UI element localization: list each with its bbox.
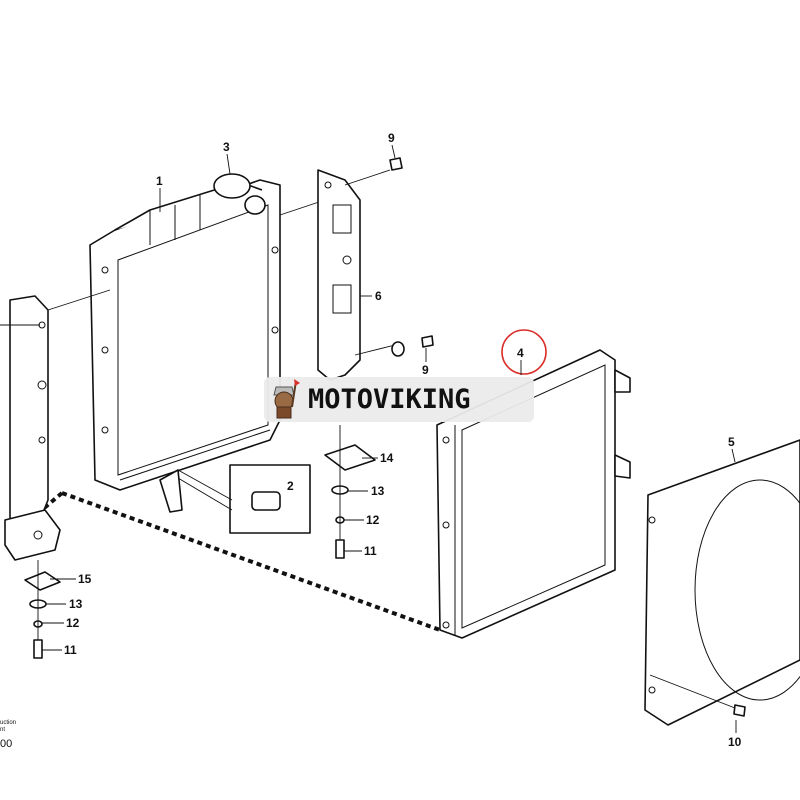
callout-9-middle: 9 <box>422 363 429 377</box>
callout-5: 5 <box>728 435 735 449</box>
callout-1: 1 <box>156 174 163 188</box>
callout-12-center: 12 <box>366 513 380 527</box>
callout-9-top: 9 <box>388 131 395 145</box>
callout-leaders <box>42 144 737 733</box>
viking-mascot-logo <box>264 377 304 422</box>
callout-6: 6 <box>375 289 382 303</box>
callout-4: 4 <box>517 346 524 360</box>
callout-11-center: 11 <box>364 544 377 558</box>
bolt-part <box>389 157 434 357</box>
side-plate-part <box>317 169 396 381</box>
callout-12-left: 12 <box>66 616 80 630</box>
highlight-circle <box>501 329 547 375</box>
left-bracket-part <box>0 295 61 561</box>
callout-10: 10 <box>728 735 742 749</box>
radiator-part <box>47 173 326 513</box>
fastener-stack-center <box>324 425 376 559</box>
watermark-text: MOTOVIKING <box>308 384 471 415</box>
callout-3: 3 <box>223 140 230 154</box>
callout-15: 15 <box>78 572 92 586</box>
fan-shroud-part <box>644 439 800 726</box>
callout-13-center: 13 <box>371 484 385 498</box>
callout-14: 14 <box>380 451 394 465</box>
callout-13-left: 13 <box>69 597 83 611</box>
fastener-stack-left <box>24 560 61 659</box>
corner-text-line2: nt <box>0 727 5 733</box>
corner-text-line1: uction <box>0 720 16 726</box>
callout-11-left: 11 <box>64 643 77 657</box>
corner-text-line3: 00 <box>0 738 12 750</box>
callout-2: 2 <box>287 479 294 493</box>
sensor-inset <box>177 464 311 534</box>
cooler-part <box>436 349 631 639</box>
watermark: MOTOVIKING <box>264 377 534 422</box>
